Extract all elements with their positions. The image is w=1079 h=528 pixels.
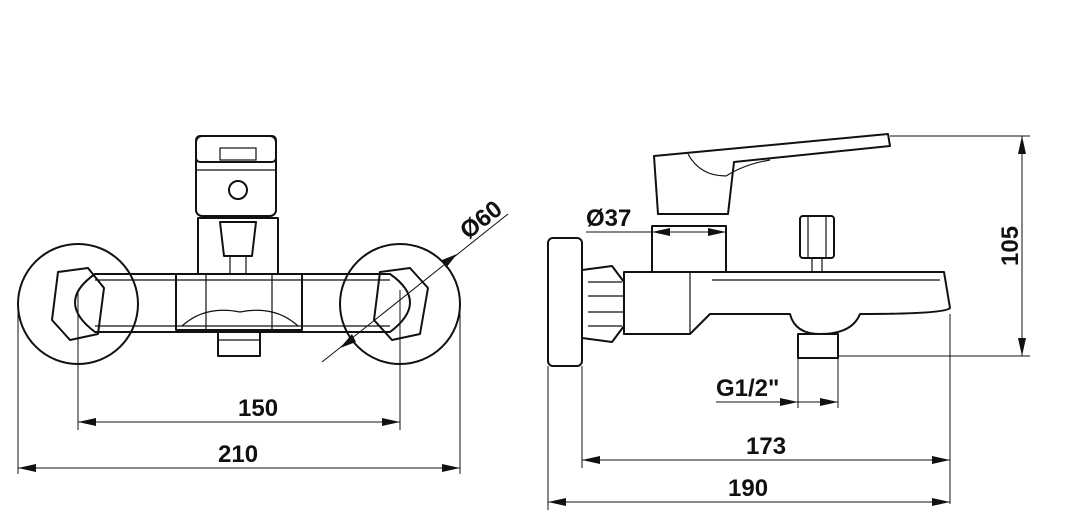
dim-total-depth: 190: [728, 475, 768, 502]
side-hex-nut: [581, 265, 625, 343]
side-dimensions: Ø37 105 G1/2" 173 190: [547, 135, 1030, 510]
dim-height: 105: [997, 226, 1024, 266]
left-hex-nut: [51, 267, 105, 341]
mixer-body: [74, 273, 411, 333]
front-view: [17, 135, 461, 365]
dim-center-distance: 150: [238, 395, 278, 422]
dim-escutcheon-diameter: Ø60: [455, 196, 507, 245]
right-hex-nut: [373, 267, 429, 341]
side-outlet: [797, 333, 839, 359]
dim-spout-length: 173: [746, 433, 786, 460]
diverter-knob: [799, 215, 835, 259]
dim-width-total: 210: [218, 441, 258, 468]
dim-thread: G1/2": [716, 375, 779, 402]
dim-body-diameter: Ø37: [586, 205, 631, 232]
lever-handle: [653, 133, 891, 215]
side-body: [623, 271, 951, 335]
front-dimensions: 150 210 Ø60: [17, 196, 509, 474]
front-outlet: [217, 329, 261, 357]
handle-screw: [228, 180, 248, 200]
front-stem: [197, 217, 279, 275]
side-view: [547, 133, 951, 367]
valve-block: [175, 273, 303, 331]
cartridge-column: [651, 225, 727, 273]
wall-escutcheon: [547, 237, 583, 367]
